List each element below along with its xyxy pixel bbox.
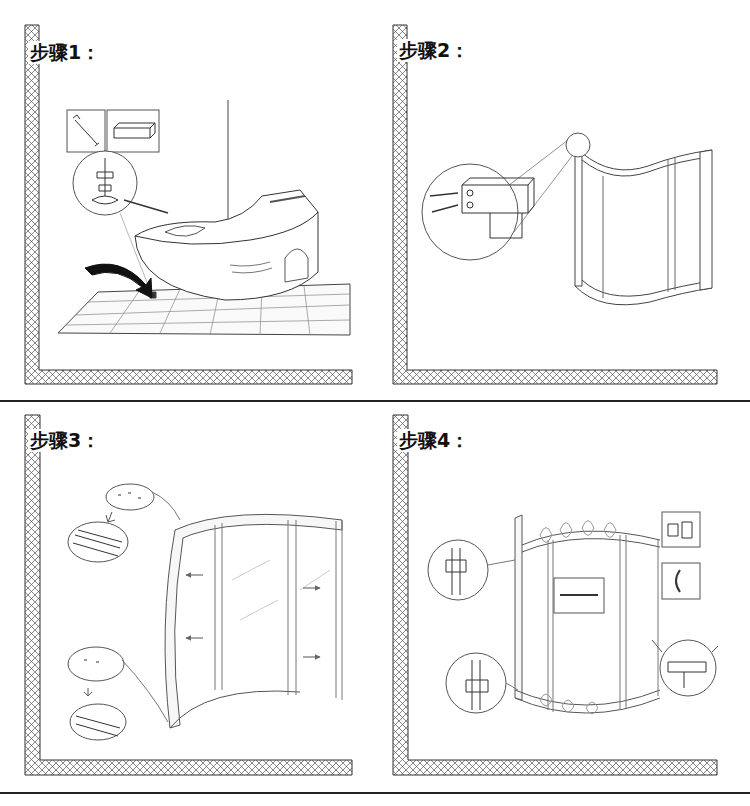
panel-assembly-figure-part (122, 660, 168, 722)
bathtub-leveling-figure-part (230, 262, 272, 273)
door-fitting-figure-part (662, 563, 700, 599)
door-fitting-figure-part (676, 570, 680, 592)
bathtub-leveling-figure-part (165, 226, 205, 236)
bathtub-leveling-figure-part (114, 123, 155, 138)
panel-assembly-figure-part (232, 560, 330, 620)
panel-assembly-figure-part (336, 520, 342, 700)
hatched-wall-part (25, 25, 352, 384)
bathtub-leveling-figure-part (270, 196, 305, 202)
frame-bracket-figure-part (575, 150, 582, 286)
hatched-wall-part (25, 415, 352, 775)
bathtub-leveling-figure-part (92, 158, 118, 204)
frame-bracket-figure-part (582, 280, 712, 296)
door-fitting-figure-part (506, 683, 518, 690)
hatched-wall-part (393, 415, 717, 775)
hatched-wall (25, 25, 717, 775)
bathtub-leveling-figure-part (285, 249, 308, 282)
panel-assembly-figure-part (215, 520, 296, 695)
bathtub-leveling-figure-part (107, 110, 159, 152)
divider-line (0, 401, 750, 793)
door-fitting-figure-part (515, 515, 522, 700)
bathtub-leveling-figure-part (135, 190, 318, 244)
bathtub-leveling-figure (58, 100, 350, 335)
step-title: 步骤3： (28, 429, 102, 452)
frame-bracket-figure-part (467, 190, 473, 196)
door-fitting-figure-part (446, 548, 466, 595)
frame-bracket-figure-part (700, 150, 712, 290)
panel-assembly-figure-part (70, 704, 126, 740)
frame-bracket-figure-part (582, 157, 712, 176)
panel-assembly-figure-part (76, 716, 120, 736)
door-fitting-figure-part (548, 535, 658, 712)
door-fitting-figure-part (515, 690, 660, 713)
step-title: 步骤1： (28, 41, 102, 64)
door-fitting-figure-part (488, 560, 515, 565)
panel-assembly-figure-part (303, 657, 320, 658)
divider-line-part (0, 400, 750, 402)
panel-assembly-figure-part (175, 514, 342, 540)
step-title: 步骤4： (397, 429, 471, 452)
panel-assembly-figure-part (118, 493, 141, 498)
door-fitting-figure (428, 512, 718, 714)
door-fitting-figure-part (560, 594, 598, 596)
step-title: 步骤2： (397, 39, 471, 62)
panel-assembly-figure-part (106, 484, 154, 510)
door-fitting-figure-part (668, 522, 692, 538)
frame-bracket-figure-part (430, 193, 458, 212)
panel-assembly-figure-part (84, 688, 92, 696)
bathtub-leveling-figure-part (228, 100, 229, 238)
bathtub-leveling-figure-part (124, 200, 168, 213)
panel-assembly-figure-part (68, 647, 124, 681)
hatched-wall-part (393, 25, 717, 384)
door-fitting-figure-part (660, 640, 716, 696)
panel-assembly-figure-part (303, 588, 320, 589)
door-fitting-figure-part (652, 640, 718, 652)
frame-bracket-figure-part (490, 213, 522, 238)
panel-assembly-figure-part (152, 492, 180, 520)
panel-assembly-figure (68, 484, 342, 740)
bathtub-leveling-figure-part (85, 264, 152, 298)
panel-assembly-figure-part (68, 522, 128, 562)
panel-assembly-figure-part (186, 638, 203, 639)
panel-assembly-figure-part (165, 530, 183, 728)
door-fitting-figure-part (662, 512, 700, 547)
door-fitting-figure-part (466, 660, 488, 710)
bathtub-leveling-figure-part (73, 151, 137, 215)
door-fitting-figure-part (540, 521, 616, 543)
frame-bracket-figure-part (603, 158, 675, 298)
panel-assembly-figure-part (170, 691, 300, 728)
door-fitting-figure-part (428, 540, 488, 600)
bathtub-leveling-figure-part (67, 110, 105, 152)
bathtub-leveling-figure-part (73, 115, 99, 146)
panel-assembly-figure-part (106, 512, 115, 522)
frame-bracket-figure-part (566, 133, 590, 157)
panel-assembly-figure-part (186, 575, 203, 576)
frame-bracket-figure-part (467, 202, 473, 208)
panel-assembly-figure-part (73, 530, 122, 556)
frame-bracket-figure (422, 133, 712, 305)
door-fitting-figure-part (446, 653, 506, 713)
door-fitting-figure-part (668, 662, 706, 688)
door-fitting-figure-part (554, 578, 604, 613)
door-fitting-figure-part (540, 694, 598, 714)
divider-line-part (0, 792, 750, 794)
frame-bracket-figure-part (462, 178, 534, 213)
panel-assembly-figure-part (84, 660, 99, 662)
